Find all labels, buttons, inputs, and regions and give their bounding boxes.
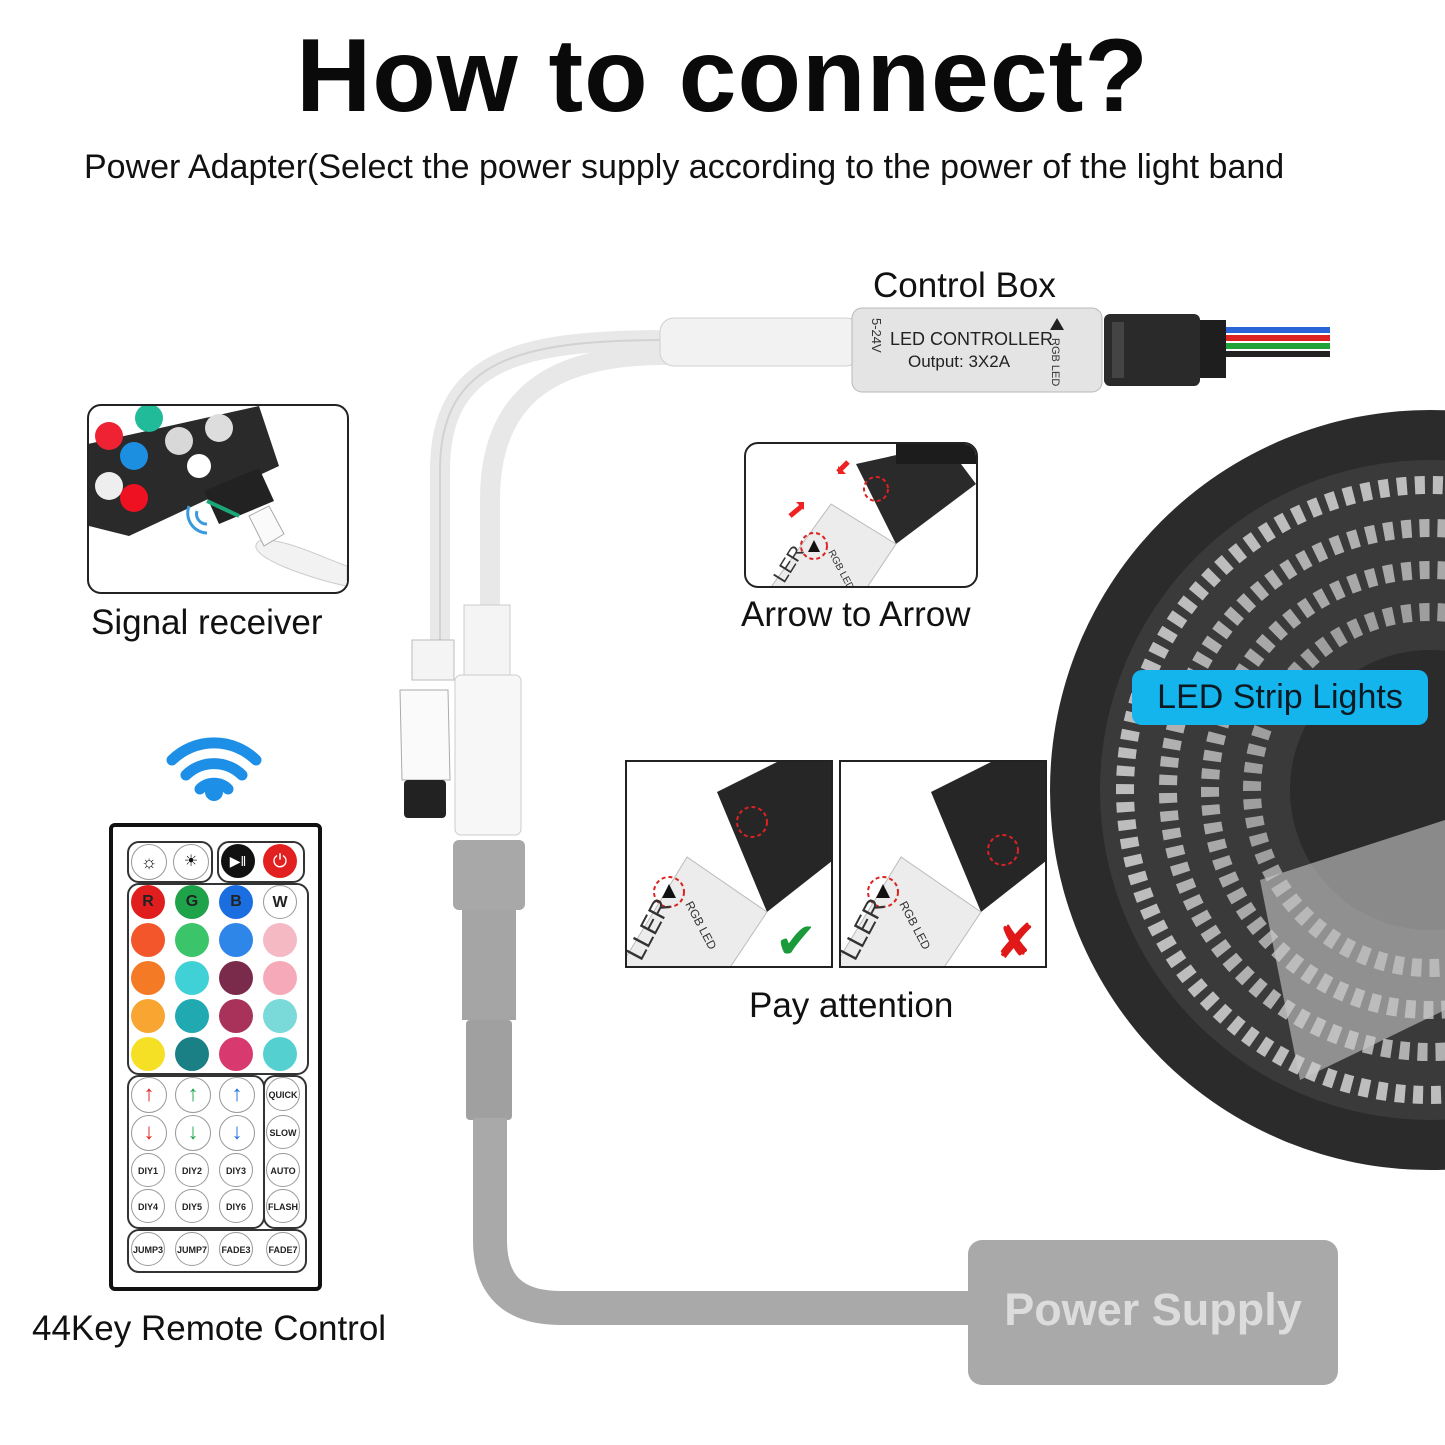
arrow-to-arrow-label: Arrow to Arrow: [741, 595, 971, 634]
key-diy6[interactable]: DIY6: [219, 1189, 253, 1223]
remote-power-group: [217, 841, 305, 883]
play-pause-icon[interactable]: ▶‖: [221, 844, 255, 878]
red-down-icon[interactable]: ↓: [131, 1115, 167, 1151]
key-color[interactable]: [175, 961, 209, 995]
key-diy2[interactable]: DIY2: [175, 1153, 209, 1187]
signal-plug: [399, 639, 455, 818]
key-color[interactable]: [131, 961, 165, 995]
page-title: How to connect?: [296, 18, 1149, 134]
key-color[interactable]: [131, 1037, 165, 1071]
key-color[interactable]: [175, 1037, 209, 1071]
correct-connection-illustration: LLER RGB LED ✔: [627, 762, 831, 966]
key-white[interactable]: W: [263, 885, 297, 919]
correct-connection-panel: LLER RGB LED ✔: [625, 760, 833, 968]
key-color[interactable]: [263, 999, 297, 1033]
check-icon: ✔: [775, 913, 817, 966]
remote-label: 44Key Remote Control: [32, 1309, 387, 1348]
signal-receiver-panel: [87, 404, 349, 594]
dc-female-plug: [454, 604, 522, 836]
green-down-icon[interactable]: ↓: [175, 1115, 211, 1151]
controller-arrow-icon: [1050, 318, 1064, 330]
key-color[interactable]: [175, 923, 209, 957]
controller-side-label: RGB LED: [1049, 338, 1061, 386]
power-supply-box: Power Supply: [968, 1240, 1338, 1385]
page-subtitle: Power Adapter(Select the power supply ac…: [84, 148, 1285, 186]
key-diy4[interactable]: DIY4: [131, 1189, 165, 1223]
key-color[interactable]: [219, 961, 253, 995]
wrong-connection-panel: LLER RGB LED ✘: [839, 760, 1047, 968]
key-diy5[interactable]: DIY5: [175, 1189, 209, 1223]
wifi-dot: [205, 783, 223, 801]
key-color[interactable]: [219, 923, 253, 957]
wrong-connection-illustration: LLER RGB LED ✘: [841, 762, 1045, 966]
controller-voltage: 5-24V: [869, 318, 884, 353]
key-color[interactable]: [263, 923, 297, 957]
key-flash[interactable]: FLASH: [266, 1189, 300, 1223]
key-blue[interactable]: B: [219, 885, 253, 919]
key-color[interactable]: [219, 1037, 253, 1071]
rgb-wires: [1225, 327, 1330, 357]
key-slow[interactable]: SLOW: [266, 1115, 300, 1149]
dc-male-plug: [453, 840, 525, 1120]
key-fade3[interactable]: FADE3: [219, 1232, 253, 1266]
remote-jump-group: [127, 1229, 307, 1273]
key-color[interactable]: [131, 923, 165, 957]
brightness-down-icon[interactable]: ☀: [173, 844, 209, 880]
arrow-to-arrow-illustration: LER RGB LED: [770, 444, 976, 586]
control-box: [659, 307, 1226, 393]
key-color[interactable]: [131, 999, 165, 1033]
key-diy1[interactable]: DIY1: [131, 1153, 165, 1187]
blue-down-icon[interactable]: ↓: [219, 1115, 255, 1151]
green-up-icon[interactable]: ↑: [175, 1077, 211, 1113]
led-strip-label: LED Strip Lights: [1132, 670, 1428, 725]
control-box-label: Control Box: [873, 266, 1056, 305]
cross-icon: ✘: [995, 916, 1035, 966]
signal-receiver-label: Signal receiver: [91, 603, 323, 642]
signal-receiver-illustration: [89, 406, 347, 587]
led-strip-reel: [1050, 410, 1445, 1170]
key-color[interactable]: [219, 999, 253, 1033]
key-auto[interactable]: AUTO: [266, 1153, 300, 1187]
arrow-to-arrow-panel: LER RGB LED: [744, 442, 978, 588]
key-color[interactable]: [175, 999, 209, 1033]
key-quick[interactable]: QUICK: [266, 1077, 300, 1111]
key-diy3[interactable]: DIY3: [219, 1153, 253, 1187]
remote-brightness-group: [127, 841, 213, 883]
power-supply-label: Power Supply: [1004, 1284, 1302, 1335]
power-cable: [473, 1118, 975, 1325]
key-color[interactable]: [263, 961, 297, 995]
key-green[interactable]: G: [175, 885, 209, 919]
remote-color-grid: [127, 883, 309, 1075]
controller-output: Output: 3X2A: [908, 352, 1011, 371]
red-up-icon[interactable]: ↑: [131, 1077, 167, 1113]
pay-attention-label: Pay attention: [749, 986, 954, 1025]
key-fade7[interactable]: FADE7: [266, 1232, 300, 1266]
key-color[interactable]: [263, 1037, 297, 1071]
controller-name: LED CONTROLLER: [890, 329, 1053, 349]
power-icon[interactable]: ⏻: [263, 844, 297, 878]
blue-up-icon[interactable]: ↑: [219, 1077, 255, 1113]
remote-control: ☼ ☀ ▶‖ ⏻ R G B W ↑ ↑ ↑ QUICK ↓: [109, 823, 322, 1291]
key-jump7[interactable]: JUMP7: [175, 1232, 209, 1266]
key-jump3[interactable]: JUMP3: [131, 1232, 165, 1266]
y-cable: [430, 330, 675, 650]
remote-mode-group: [263, 1075, 307, 1229]
key-red[interactable]: R: [131, 885, 165, 919]
brightness-up-icon[interactable]: ☼: [131, 844, 167, 880]
